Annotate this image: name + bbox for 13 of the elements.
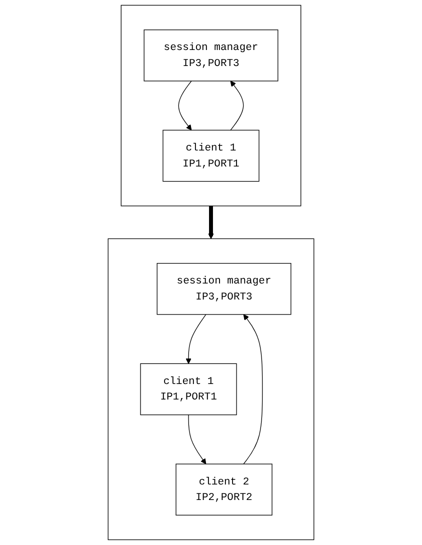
node-box: session manager IP3,PORT3 — [144, 30, 278, 82]
node-box: client 1 IP1,PORT1 — [162, 130, 260, 182]
node-box: client 1 IP1,PORT1 — [140, 363, 237, 416]
cluster — [120, 4, 302, 206]
node-box: client 2 IP2,PORT2 — [176, 464, 272, 516]
arrow — [230, 80, 244, 131]
arrow — [178, 80, 192, 130]
arrow — [188, 414, 206, 464]
cluster — [108, 238, 314, 540]
node-box: session manager IP3,PORT3 — [156, 263, 292, 315]
arrow — [186, 314, 206, 364]
arrow — [208, 206, 214, 239]
arrow — [243, 314, 263, 464]
